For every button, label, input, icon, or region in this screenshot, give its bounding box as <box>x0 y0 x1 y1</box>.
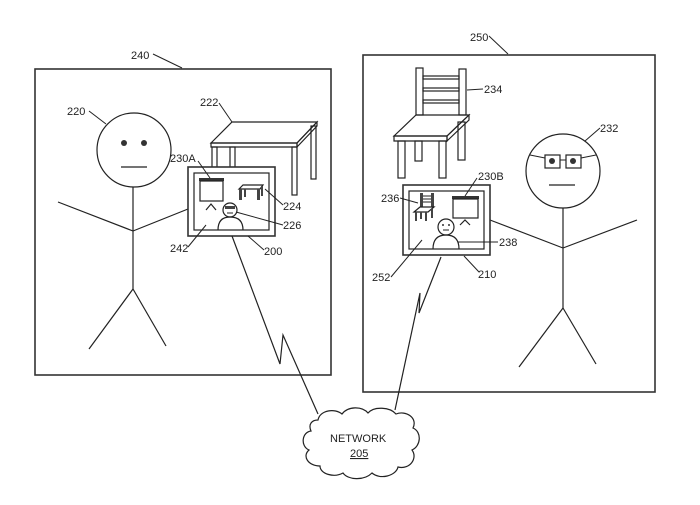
glasses-lens <box>544 154 561 169</box>
screen-right-leader <box>464 177 478 197</box>
avatar-left-label: 226 <box>283 220 301 232</box>
user-left-leader <box>88 110 107 125</box>
chair-label: 234 <box>484 84 502 96</box>
user-right-figure <box>489 133 638 368</box>
table-leader <box>218 102 233 123</box>
table-image-icon <box>237 184 265 200</box>
user-left-head <box>96 112 172 188</box>
user-left-figure <box>57 112 189 350</box>
device-left-leader <box>247 235 265 251</box>
table-image-label: 224 <box>283 201 301 213</box>
display-right-label: 252 <box>372 272 390 284</box>
chair-leg <box>414 140 423 162</box>
chair-leg <box>457 121 466 161</box>
device-left-label: 200 <box>264 246 282 258</box>
avatar-left-leader <box>235 211 284 226</box>
display-right-screen <box>408 190 485 250</box>
projector-screen-right-bar <box>452 196 479 199</box>
chair-object <box>392 67 471 179</box>
device-right-label: 210 <box>478 269 496 281</box>
user-left-eye <box>141 140 147 146</box>
user-right-arm <box>562 219 638 249</box>
glasses-lens <box>565 154 582 169</box>
user-right-label: 232 <box>600 123 618 135</box>
user-left-leg <box>132 288 167 347</box>
glasses-arm <box>529 154 546 159</box>
chair-slat <box>422 75 460 80</box>
display-left-leader <box>187 224 207 248</box>
user-right-leg <box>518 307 564 368</box>
table-leg <box>291 146 298 196</box>
display-right-leader <box>390 239 423 278</box>
user-left-leg <box>88 288 134 350</box>
projector-screen-left-icon <box>199 180 224 202</box>
avatar-left-icon <box>217 202 244 231</box>
device-right-leader <box>463 255 480 273</box>
chair-leader <box>466 88 484 91</box>
display-left-label: 242 <box>170 243 188 255</box>
table-label: 222 <box>200 97 218 109</box>
table-image-leader <box>264 188 284 206</box>
network-number: 205 <box>350 448 368 460</box>
network-cloud-icon <box>302 407 420 480</box>
table-side <box>296 120 318 149</box>
projector-screen-right-icon <box>452 198 479 219</box>
device-left <box>187 166 276 237</box>
chair-leg <box>397 140 406 179</box>
room-right-leader <box>488 35 509 55</box>
chair-image-icon <box>412 193 436 221</box>
room-left-frame <box>34 68 332 376</box>
network-label: NETWORK <box>330 433 387 445</box>
room-left-label: 240 <box>131 50 149 62</box>
user-left-label: 220 <box>67 106 85 118</box>
user-right-leader <box>584 127 601 142</box>
user-right-eye <box>549 158 555 164</box>
user-right-leg <box>562 307 597 365</box>
chair-image-label: 236 <box>381 193 399 205</box>
projector-screen-left-stand <box>205 203 217 211</box>
room-right-label-text: 250 <box>470 32 488 44</box>
screen-left-leader <box>197 160 211 179</box>
device-right <box>402 184 491 256</box>
table-leg <box>310 125 317 180</box>
user-left-arm <box>132 208 189 232</box>
user-right-arm <box>489 219 564 249</box>
link-right <box>394 256 442 411</box>
display-left-screen <box>193 172 270 231</box>
chair-slat <box>422 99 460 104</box>
avatar-right-label: 238 <box>499 237 517 249</box>
screen-right-label: 230B <box>478 171 504 183</box>
link-left <box>231 235 319 415</box>
chair-image-leader <box>399 197 419 204</box>
user-right-eye <box>570 158 576 164</box>
user-left-eye <box>121 140 127 146</box>
room-left-leader <box>152 53 183 69</box>
chair-slat <box>422 87 460 92</box>
screen-left-label: 230A <box>170 153 196 165</box>
projector-screen-left-bar <box>199 178 224 181</box>
user-left-arm <box>57 201 134 232</box>
avatar-right-icon <box>432 218 460 250</box>
glasses-arm <box>580 154 597 159</box>
chair-seat-side <box>446 113 470 143</box>
chair-leg <box>438 140 447 179</box>
projector-screen-right-stand <box>459 219 471 226</box>
